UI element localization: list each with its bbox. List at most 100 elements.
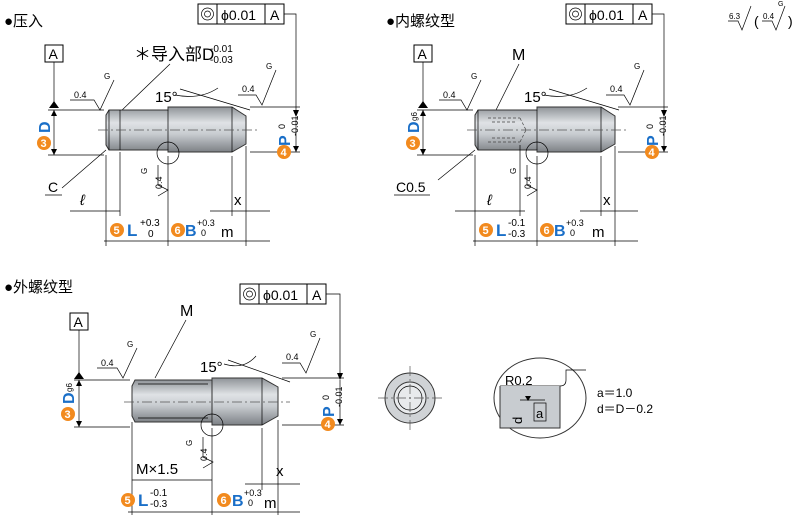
svg-text:5: 5 bbox=[125, 495, 131, 507]
concentricity-frame-2: ϕ0.01 A bbox=[565, 3, 667, 117]
ell-label: ℓ bbox=[79, 192, 86, 209]
datum-ref: A bbox=[270, 7, 280, 23]
internal-thread-title: ●内螺纹型 bbox=[386, 13, 455, 30]
press-fit-note: ＊导入部D bbox=[134, 45, 214, 64]
end-view bbox=[378, 366, 442, 430]
l-tol-lower-2: -0.3 bbox=[508, 229, 526, 240]
svg-text:6: 6 bbox=[544, 225, 550, 237]
dim-b: B bbox=[185, 223, 197, 240]
svg-text:): ) bbox=[788, 13, 793, 29]
detail-d: d bbox=[510, 417, 525, 424]
svg-text:5: 5 bbox=[483, 225, 489, 237]
svg-text:ϕ0.01: ϕ0.01 bbox=[589, 7, 624, 23]
svg-text:L: L bbox=[496, 221, 506, 240]
datum-a-label: A bbox=[49, 46, 59, 62]
internal-thread-section: ●内螺纹型 ϕ0.01 A A M 0.4 G 0.4 G bbox=[386, 3, 668, 246]
roughness-symbol-left: 0.4 G bbox=[70, 72, 115, 111]
dim-x: x bbox=[234, 192, 242, 209]
svg-text:+0.3: +0.3 bbox=[244, 488, 262, 498]
num6-marker: 6 bbox=[175, 225, 181, 237]
svg-text:0: 0 bbox=[248, 498, 253, 508]
dim-l: L bbox=[127, 221, 137, 240]
svg-text:3: 3 bbox=[65, 409, 71, 421]
svg-text:0.4: 0.4 bbox=[199, 448, 209, 461]
p-tol-lower: -0.01 bbox=[290, 115, 300, 136]
svg-text:15°: 15° bbox=[524, 89, 547, 106]
legend-roughness-1: 6.3 bbox=[729, 12, 741, 21]
svg-text:G: G bbox=[778, 1, 783, 8]
svg-text:B: B bbox=[554, 223, 566, 240]
roughness-symbol-bottom: G 0.4 bbox=[140, 165, 169, 197]
l-tol-upper-2: -0.1 bbox=[508, 218, 526, 229]
svg-text:ℓ: ℓ bbox=[486, 192, 493, 209]
svg-text:3: 3 bbox=[410, 138, 416, 150]
svg-text:L: L bbox=[138, 491, 148, 510]
svg-text:A: A bbox=[312, 287, 322, 303]
roughness-symbol-left-2: 0.4 G bbox=[439, 72, 482, 111]
svg-text:-0.3: -0.3 bbox=[150, 499, 168, 510]
detail-a: a bbox=[536, 406, 544, 421]
svg-text:-0.01: -0.01 bbox=[334, 386, 344, 407]
num4-marker: 4 bbox=[281, 147, 288, 159]
svg-text:0.4: 0.4 bbox=[286, 352, 299, 362]
chamfer-label: C bbox=[48, 179, 58, 195]
svg-text:G: G bbox=[140, 168, 149, 174]
detail-r02: R0.2 bbox=[505, 373, 532, 388]
dim-d-2: D bbox=[406, 121, 423, 133]
detail-eq-a: a＝1.0 bbox=[597, 386, 633, 400]
svg-text:m: m bbox=[264, 495, 277, 512]
svg-text:G: G bbox=[127, 340, 133, 349]
svg-text:0.4: 0.4 bbox=[101, 358, 114, 368]
svg-text:G: G bbox=[471, 72, 477, 81]
note-tol-upper: -0.01 bbox=[210, 44, 233, 55]
svg-text:m: m bbox=[592, 224, 605, 241]
svg-text:0.4: 0.4 bbox=[242, 84, 255, 94]
num5-marker: 5 bbox=[114, 225, 120, 237]
angle-label: 15° bbox=[155, 89, 178, 106]
svg-text:0.4: 0.4 bbox=[610, 84, 623, 94]
thread-length-label: M×1.5 bbox=[136, 461, 178, 478]
external-thread-section: ●外螺纹型 ϕ0.01 A A M 0.4 G 0.4 G bbox=[4, 279, 344, 515]
svg-text:-0.01: -0.01 bbox=[658, 115, 668, 136]
svg-text:g6: g6 bbox=[65, 383, 74, 392]
dim-p: P bbox=[277, 135, 294, 146]
roughness-symbol-right-2: 0.4 G bbox=[606, 62, 645, 106]
external-thread-title: ●外螺纹型 bbox=[4, 279, 73, 296]
chamfer-c05: C0.5 bbox=[396, 179, 426, 195]
num3-marker: 3 bbox=[41, 138, 47, 150]
svg-text:15°: 15° bbox=[200, 359, 223, 376]
svg-text:4: 4 bbox=[649, 147, 656, 159]
d-fit-2: g6 bbox=[410, 112, 419, 121]
datum-a-label-2: A bbox=[418, 46, 428, 62]
dim-m: m bbox=[221, 224, 234, 241]
detail-eq-d: d＝D－0.2 bbox=[597, 402, 653, 416]
svg-text:0.4: 0.4 bbox=[523, 176, 533, 189]
svg-text:4: 4 bbox=[325, 419, 332, 431]
svg-text:G: G bbox=[266, 62, 272, 71]
svg-text:B: B bbox=[232, 493, 244, 510]
svg-text:+0.3: +0.3 bbox=[566, 218, 584, 228]
roughness-symbol-left-3: 0.4 G bbox=[97, 340, 138, 379]
svg-text:P: P bbox=[321, 406, 338, 417]
legend-roughness-2: 0.4 bbox=[763, 12, 775, 21]
concentricity-frame: ϕ0.01 A bbox=[197, 3, 299, 117]
svg-text:x: x bbox=[603, 192, 611, 209]
roughness-symbol-right-3: 0.4 G bbox=[282, 330, 321, 374]
svg-text:-0.1: -0.1 bbox=[150, 488, 168, 499]
svg-text:0.4: 0.4 bbox=[443, 90, 456, 100]
svg-text:0: 0 bbox=[570, 228, 575, 238]
b-tol-lower: 0 bbox=[201, 228, 206, 238]
roughness-legend: 6.3 ( 0.4 G ) bbox=[728, 1, 793, 31]
svg-text:G: G bbox=[634, 62, 640, 71]
datum-a-label-3: A bbox=[74, 314, 84, 330]
p-tol-upper: 0 bbox=[277, 124, 287, 129]
svg-text:(: ( bbox=[754, 13, 759, 29]
svg-text:G: G bbox=[185, 440, 194, 446]
thread-m-label: M bbox=[512, 47, 525, 64]
note-tol-lower: -0.03 bbox=[210, 55, 233, 66]
press-fit-section: ●压入 ϕ0.01 A A ＊导入部D -0.01 -0.03 0.4 G bbox=[4, 3, 300, 246]
svg-text:0: 0 bbox=[321, 395, 331, 400]
svg-text:A: A bbox=[638, 7, 648, 23]
thread-m-label-3: M bbox=[180, 303, 193, 320]
